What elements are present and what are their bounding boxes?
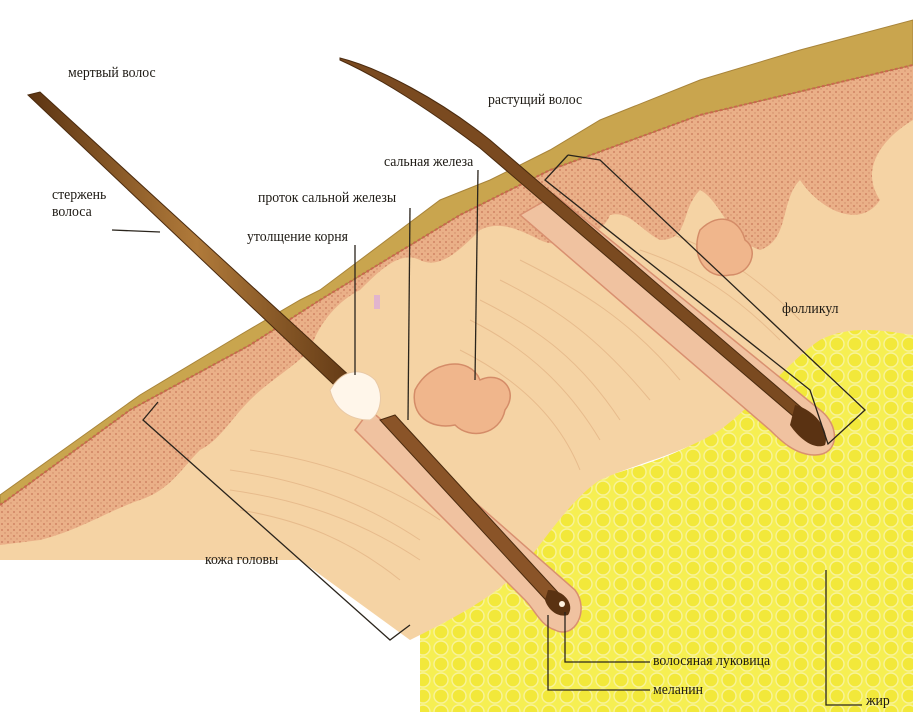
melanin-spot	[559, 601, 565, 607]
label-root-thickening: утолщение корня	[247, 229, 348, 246]
label-melanin: меланин	[653, 682, 703, 699]
label-hair-shaft: стержень волоса	[52, 187, 126, 221]
label-fat: жир	[866, 693, 890, 710]
label-dead-hair: мертвый волос	[68, 65, 156, 82]
label-sebaceous-gland: сальная железа	[384, 154, 473, 171]
label-sebaceous-duct: проток сальной железы	[258, 190, 396, 207]
label-scalp-skin: кожа головы	[205, 552, 278, 569]
stain-mark	[374, 295, 380, 309]
label-growing-hair: растущий волос	[488, 92, 582, 109]
label-hair-bulb: волосяная луковица	[653, 653, 770, 670]
label-follicle: фолликул	[782, 301, 839, 318]
dead-hair-shaft	[28, 92, 365, 400]
